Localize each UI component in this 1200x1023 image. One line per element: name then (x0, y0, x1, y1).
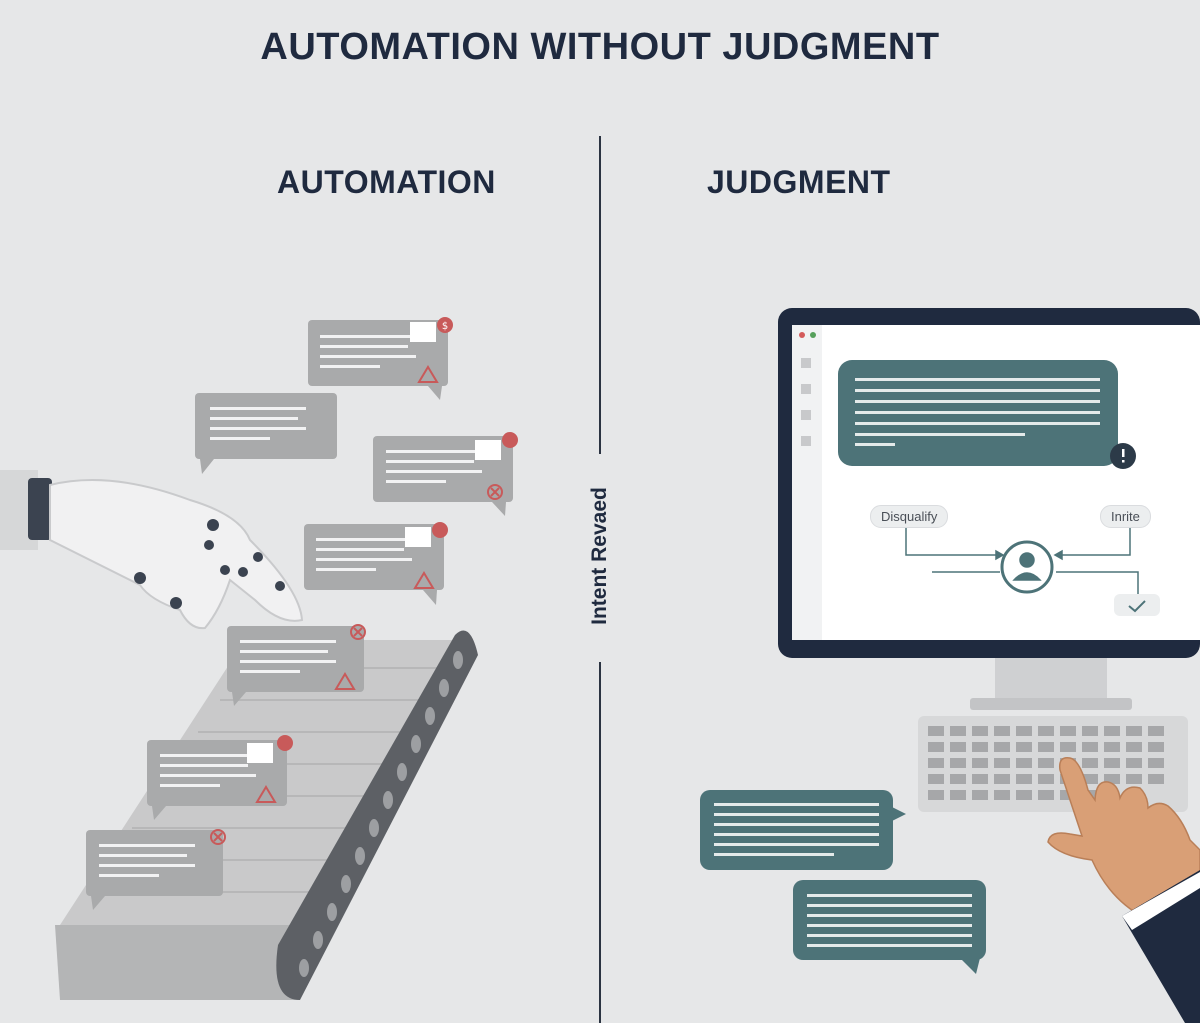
robot-hand (0, 470, 304, 630)
card-4 (304, 522, 448, 605)
card-1: $ (308, 317, 453, 400)
card-5 (227, 624, 366, 706)
automation-heading: AUTOMATION (277, 164, 496, 200)
center-divider-top (599, 136, 601, 454)
center-divider-bottom (599, 662, 601, 1023)
judgment-heading: JUDGMENT (707, 164, 891, 200)
card-3 (373, 432, 518, 516)
card-2 (195, 393, 337, 474)
invite-button[interactable]: Inrite (1100, 505, 1151, 528)
svg-text:$: $ (442, 321, 448, 332)
disqualify-button[interactable]: Disqualify (870, 505, 949, 528)
page-title: AUTOMATION WITHOUT JUDGMENT (260, 26, 940, 68)
card-6 (147, 735, 293, 820)
chat-bubble-2 (793, 880, 986, 974)
screen-chat-bubble (838, 360, 1136, 469)
chat-bubble-1 (700, 790, 906, 870)
keyboard (918, 716, 1188, 812)
check-icon (1114, 594, 1160, 616)
decision-flow (905, 526, 1139, 598)
human-hand (1047, 757, 1200, 1023)
card-7 (86, 829, 226, 910)
